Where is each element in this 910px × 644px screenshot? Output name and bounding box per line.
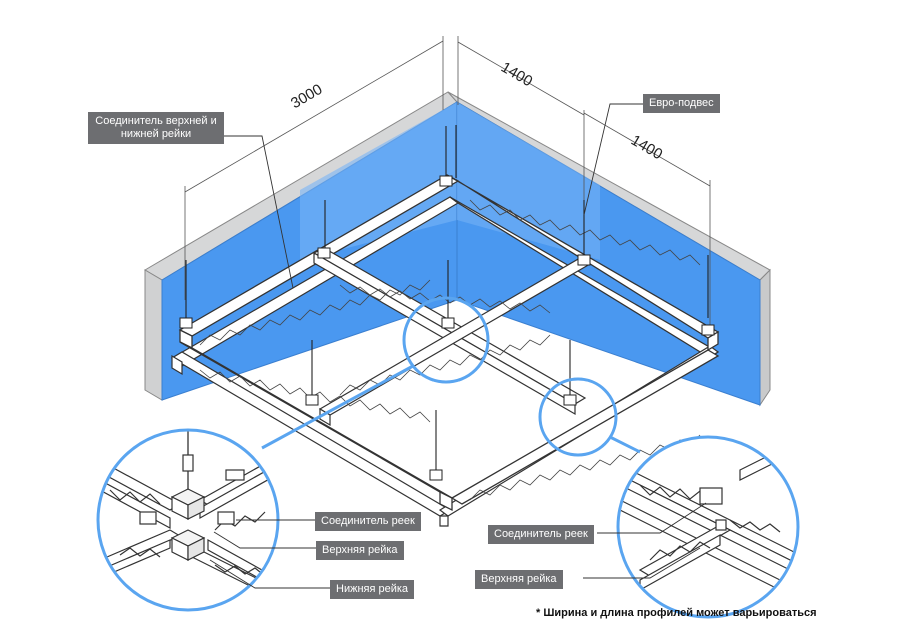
label-connector-upper-lower: Соединитель верхней и нижней рейки xyxy=(88,112,224,144)
label-rail-connector-right: Соединитель реек xyxy=(488,525,594,544)
label-rail-connector-left: Соединитель реек xyxy=(315,512,421,531)
label-euro-hanger: Евро-подвес xyxy=(643,94,720,113)
detail-right xyxy=(616,435,800,619)
label-upper-rail-right: Верхняя рейка xyxy=(475,570,563,589)
walls xyxy=(144,91,771,407)
leader-lines xyxy=(209,103,707,589)
rail-grid xyxy=(170,125,720,527)
magnifier-markers xyxy=(261,296,641,457)
footnote: * Ширина и длина профилей может варьиров… xyxy=(536,607,817,619)
detail-left xyxy=(96,428,280,612)
label-upper-rail-left: Верхняя рейка xyxy=(316,541,404,560)
label-lower-rail: Нижняя рейка xyxy=(330,580,415,599)
detail-right-outline xyxy=(616,435,800,619)
